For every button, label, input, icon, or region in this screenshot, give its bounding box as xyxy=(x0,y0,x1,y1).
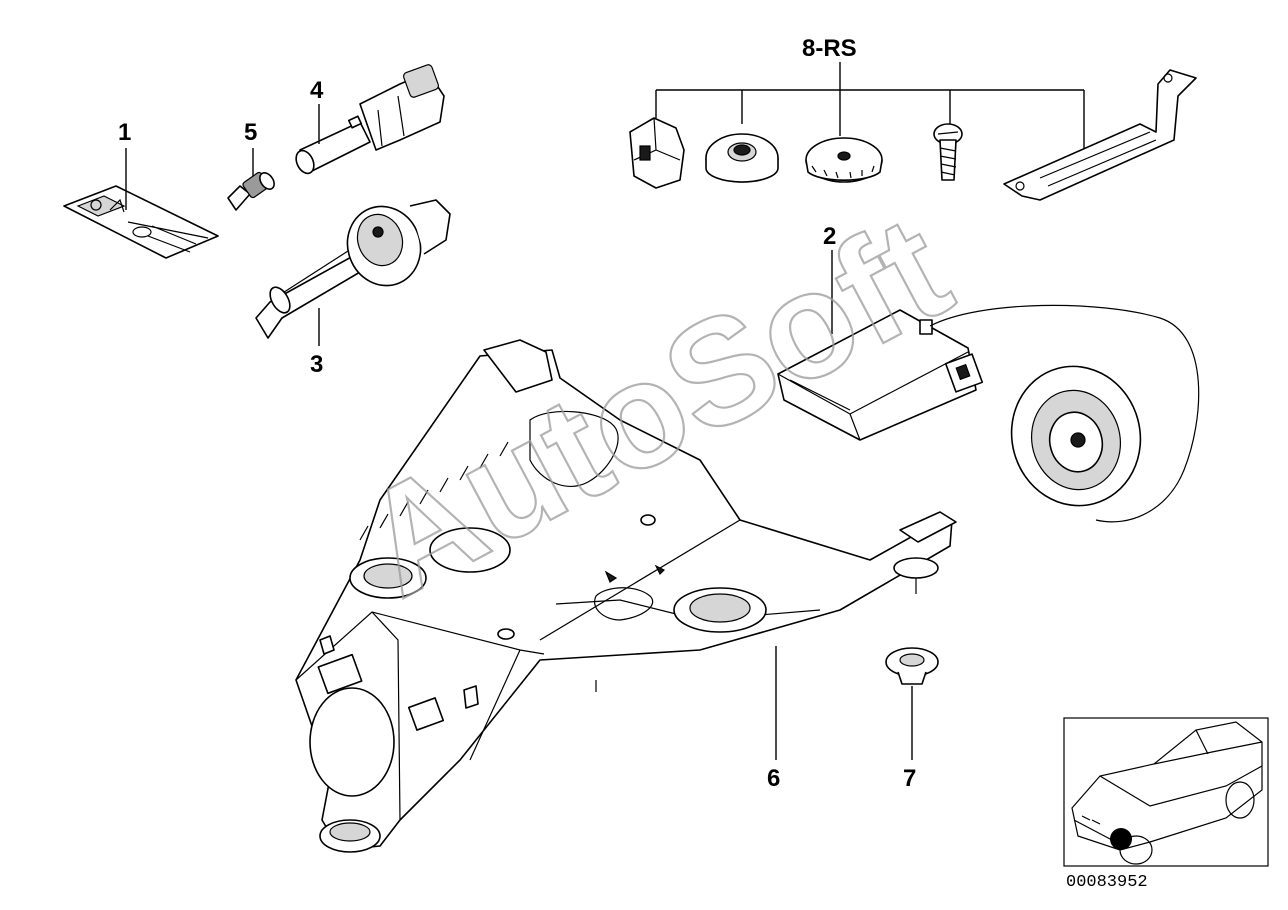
callout-1: 1 xyxy=(118,119,131,146)
part-5-bulb xyxy=(227,171,275,211)
car-silhouette xyxy=(1071,721,1263,865)
callout-5: 5 xyxy=(244,119,257,146)
vehicle-location-inset xyxy=(1063,717,1269,867)
part-8-adjuster-wheel xyxy=(805,137,883,183)
callout-4: 4 xyxy=(310,77,324,104)
callout-3: 3 xyxy=(310,351,323,378)
callout-6: 6 xyxy=(767,765,780,792)
part-3-xenon-bulb xyxy=(255,199,451,339)
part-4-bulb-socket xyxy=(295,64,445,175)
callout-7: 7 xyxy=(903,765,916,792)
part-2-control-unit xyxy=(777,309,984,441)
part-2-cable xyxy=(929,304,1200,523)
location-marker xyxy=(1110,828,1132,850)
part-8-ring xyxy=(705,133,779,183)
part-6-headlight-housing xyxy=(295,339,957,853)
part-8-screw xyxy=(933,123,963,181)
document-number: 00083952 xyxy=(1066,873,1148,892)
part-2-igniter xyxy=(1010,365,1142,507)
part-7-plug xyxy=(885,647,939,685)
callout-8-rs: 8-RS xyxy=(802,35,857,62)
part-8-clip xyxy=(629,117,685,189)
inset-frame xyxy=(1063,717,1269,867)
part-8-bracket xyxy=(1003,69,1197,201)
part-1-warning-label xyxy=(63,185,219,259)
callout-2: 2 xyxy=(823,223,836,250)
repair-set-leaders xyxy=(655,62,1085,150)
